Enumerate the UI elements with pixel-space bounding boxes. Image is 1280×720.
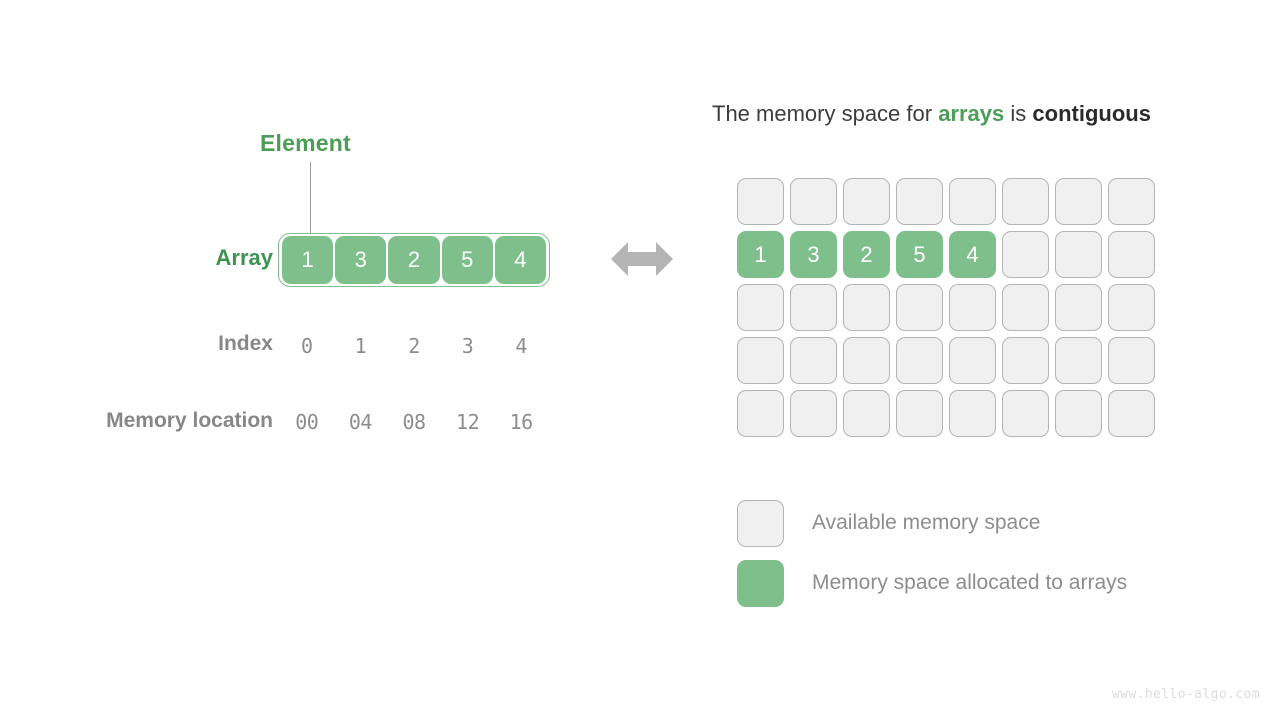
- legend-label-available: Available memory space: [812, 511, 1041, 534]
- memory-location-row-label: Memory location: [106, 409, 273, 432]
- legend-swatch-allocated-icon: [737, 559, 784, 607]
- index-value: 3: [461, 334, 474, 358]
- memory-title: The memory space for arrays is contiguou…: [712, 101, 1151, 127]
- index-value: 0: [301, 334, 313, 358]
- memory-cell: [949, 284, 996, 331]
- memory-location-value: 00: [295, 410, 319, 434]
- memory-title-keyword-arrays: arrays: [938, 101, 1005, 126]
- memory-location-value: 08: [402, 410, 426, 434]
- memory-cell: [737, 337, 784, 384]
- memory-cell: [1002, 337, 1049, 384]
- watermark: www.hello-algo.com: [1111, 687, 1260, 702]
- memory-cell: [1108, 231, 1155, 278]
- memory-grid: 1 3 2 5 4: [737, 178, 1155, 437]
- element-leader-line: [310, 162, 311, 236]
- memory-cell: [843, 390, 890, 437]
- memory-cell: [1108, 178, 1155, 225]
- memory-cell: [949, 390, 996, 437]
- memory-cell: [949, 337, 996, 384]
- array-cell: 4: [494, 236, 547, 284]
- legend: Available memory space Memory space allo…: [737, 493, 1127, 613]
- legend-swatch-available-icon: [737, 499, 784, 547]
- memory-title-part1: The memory space for: [712, 101, 939, 126]
- memory-location-value: 04: [348, 410, 373, 434]
- memory-cell: [896, 178, 943, 225]
- array-cell: 1: [282, 236, 334, 284]
- memory-cell: [1055, 231, 1102, 278]
- index-values-row: 0 1 2 3 4: [278, 334, 550, 358]
- index-row-label: Index: [218, 332, 273, 355]
- memory-cell: [1055, 284, 1102, 331]
- memory-cell: [737, 390, 784, 437]
- memory-cell: [1002, 390, 1049, 437]
- memory-cell: [790, 284, 837, 331]
- memory-cell: [896, 390, 943, 437]
- legend-item-available: Available memory space: [737, 493, 1127, 553]
- memory-cell: [1108, 337, 1155, 384]
- memory-cell: [1002, 231, 1049, 278]
- legend-item-allocated: Memory space allocated to arrays: [737, 553, 1127, 613]
- memory-cell-allocated: 4: [949, 231, 996, 278]
- bidirectional-arrow-icon: [611, 242, 673, 276]
- memory-title-keyword-contiguous: contiguous: [1032, 101, 1151, 126]
- memory-cell: [790, 390, 837, 437]
- memory-location-value: 12: [456, 410, 480, 434]
- memory-cell: [737, 178, 784, 225]
- array-cell: 3: [335, 236, 387, 284]
- memory-cell: [843, 178, 890, 225]
- index-value: 4: [515, 334, 527, 358]
- memory-cell: [843, 284, 890, 331]
- memory-cell-allocated: 3: [790, 231, 837, 278]
- memory-cell: [843, 337, 890, 384]
- memory-cell-allocated: 5: [896, 231, 943, 278]
- memory-cell: [949, 178, 996, 225]
- array-cell: 5: [441, 236, 493, 284]
- element-callout-label: Element: [260, 130, 351, 156]
- index-value: 2: [408, 334, 420, 358]
- memory-cell: [790, 337, 837, 384]
- memory-cell: [896, 337, 943, 384]
- array-cell: 2: [388, 236, 440, 284]
- memory-cell: [1002, 284, 1049, 331]
- memory-cell: [790, 178, 837, 225]
- memory-cell-allocated: 2: [843, 231, 890, 278]
- array-row-label: Array: [215, 245, 273, 270]
- memory-cell: [1108, 284, 1155, 331]
- memory-cell: [896, 284, 943, 331]
- memory-title-part2: is: [1004, 101, 1033, 126]
- memory-location-value: 16: [509, 410, 534, 434]
- index-value: 1: [354, 334, 367, 358]
- legend-label-allocated: Memory space allocated to arrays: [812, 571, 1128, 594]
- memory-location-values-row: 00 04 08 12 16: [278, 410, 550, 434]
- memory-cell: [1108, 390, 1155, 437]
- memory-cell-allocated: 1: [737, 231, 784, 278]
- memory-cell: [1055, 390, 1102, 437]
- memory-cell: [1002, 178, 1049, 225]
- memory-cell: [737, 284, 784, 331]
- array-container: 1 3 2 5 4: [278, 233, 550, 287]
- memory-cell: [1055, 337, 1102, 384]
- memory-cell: [1055, 178, 1102, 225]
